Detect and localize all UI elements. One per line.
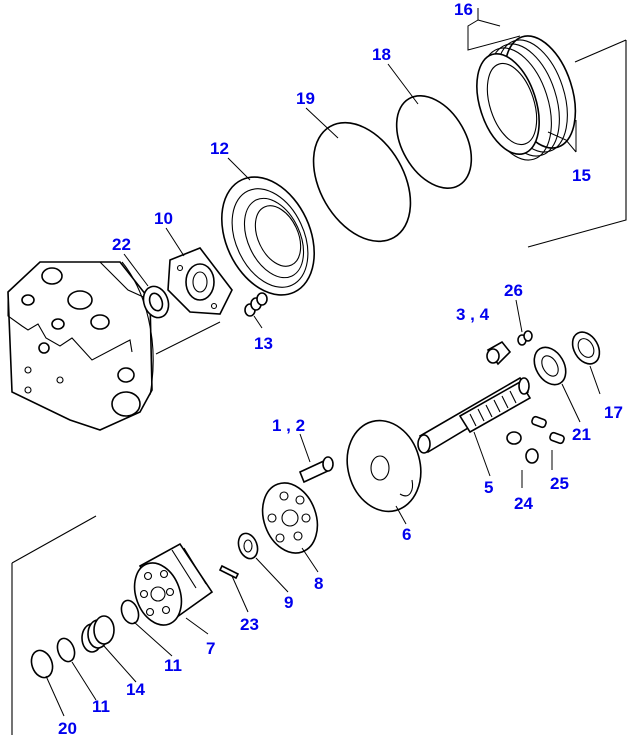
part-23-pin [218, 564, 240, 580]
callout-5: 5 [484, 478, 493, 497]
callout-15: 15 [572, 166, 591, 185]
part-24-25-pins [506, 415, 565, 464]
callout-11-b: 11 [92, 697, 110, 716]
part-18-o-ring [395, 95, 473, 189]
part-11-ring-a [120, 599, 140, 625]
part-14-spring [81, 615, 115, 653]
callout-21: 21 [572, 425, 591, 444]
part-21-bearing [533, 346, 567, 386]
leader-lines [45, 8, 601, 717]
callout-7: 7 [206, 639, 215, 658]
part-22-bearing [142, 285, 170, 319]
callout-12: 12 [210, 139, 229, 158]
callout-6: 6 [402, 525, 411, 544]
part-7-cylinder-block [133, 542, 214, 626]
callout-11-a: 11 [164, 656, 182, 675]
callout-8: 8 [314, 574, 323, 593]
callout-3-4: 3 , 4 [456, 305, 490, 324]
callout-17: 17 [604, 403, 623, 422]
part-10-plate [167, 247, 233, 315]
callout-24: 24 [514, 494, 533, 513]
part-19-o-ring [312, 121, 412, 243]
part-9-guide [237, 532, 259, 560]
callout-19: 19 [296, 89, 315, 108]
part-1-2-pin [298, 456, 334, 484]
callout-26: 26 [504, 281, 523, 300]
frame-lines [11, 39, 627, 735]
callout-13: 13 [254, 334, 273, 353]
part-13-spring [244, 292, 268, 317]
housing-body [7, 261, 154, 431]
callout-14: 14 [126, 680, 145, 699]
callout-25: 25 [550, 474, 569, 493]
part-20-snap-ring [30, 649, 54, 679]
part-11-ring-b [56, 637, 76, 663]
callout-22: 22 [112, 235, 131, 254]
part-5-shaft [417, 376, 532, 454]
part-8-retainer [261, 482, 319, 554]
callout-16: 16 [454, 0, 473, 19]
callout-20: 20 [58, 719, 77, 738]
part-12-ring [220, 176, 316, 296]
callout-23: 23 [240, 615, 259, 634]
callout-18: 18 [372, 45, 391, 64]
part-26-spring [517, 330, 533, 346]
part-17-seal [571, 331, 601, 365]
callout-10: 10 [154, 209, 173, 228]
part-6-swash-plate [346, 419, 422, 513]
callout-1-2: 1 , 2 [272, 416, 305, 435]
callout-9: 9 [284, 593, 293, 612]
part-16-15-disc-stack [476, 35, 577, 161]
callouts: 16 18 19 12 15 10 22 26 3 , 4 13 17 1 , … [58, 0, 623, 738]
part-3-4-plug [486, 340, 512, 366]
